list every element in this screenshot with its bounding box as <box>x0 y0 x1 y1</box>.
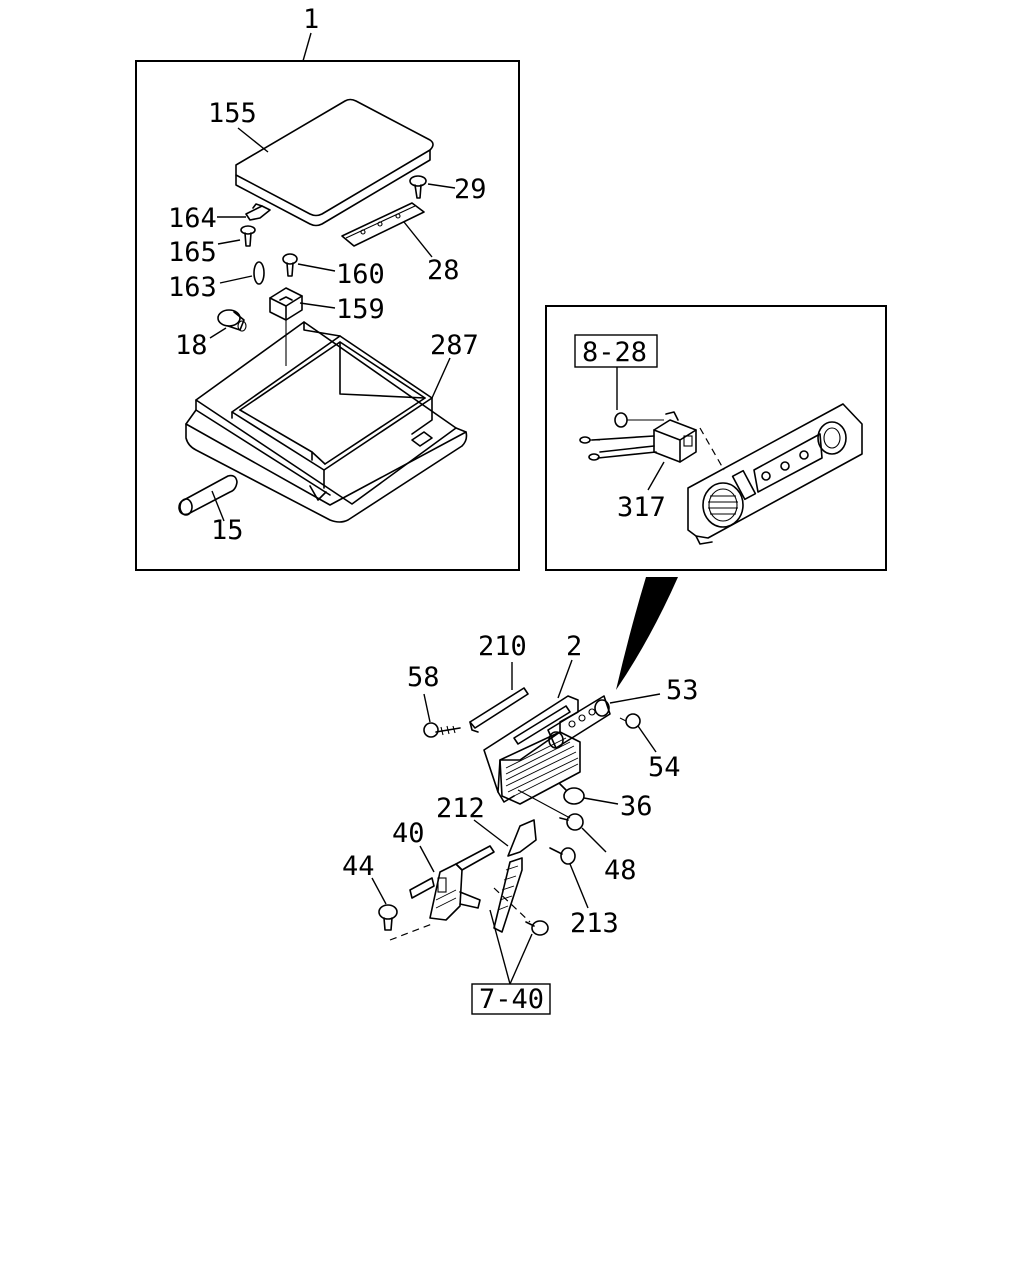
switch-detail-group: 8-28 <box>545 305 887 571</box>
bracket-40 <box>409 845 495 921</box>
switch-317 <box>579 411 725 491</box>
label-18: 18 <box>175 330 208 361</box>
bracket-210 <box>469 662 529 733</box>
label-159: 159 <box>336 294 385 325</box>
label-165: 165 <box>168 237 217 268</box>
knob-54 <box>619 713 657 753</box>
label-44: 44 <box>342 851 375 882</box>
striker-159 <box>269 287 336 366</box>
hinge-28 <box>341 202 433 258</box>
label-29: 29 <box>454 174 487 205</box>
lower-assembly-group: 7-40 210 2 58 53 54 36 212 40 44 48 213 <box>342 631 699 1015</box>
tube-15 <box>178 474 238 522</box>
screw-165 <box>217 225 256 247</box>
cap-163 <box>219 261 265 285</box>
bezel-panel <box>687 403 863 545</box>
label-317: 317 <box>617 492 666 523</box>
label-163: 163 <box>168 272 217 303</box>
label-7-40: 7-40 <box>479 984 544 1015</box>
screw-160 <box>282 253 336 277</box>
label-2: 2 <box>566 631 582 662</box>
label-1: 1 <box>303 4 319 35</box>
detail-pointer <box>616 577 678 690</box>
screw-48 <box>517 789 607 853</box>
lamp-18 <box>209 309 247 339</box>
panel-2 <box>483 659 661 805</box>
lid-155 <box>235 98 434 227</box>
console-box-assembly-group: 1 155 29 164 165 28 160 163 159 18 287 1… <box>135 4 520 571</box>
label-8-28: 8-28 <box>582 337 647 368</box>
bolt-44 <box>371 877 433 941</box>
label-48: 48 <box>604 855 637 886</box>
label-164: 164 <box>168 203 217 234</box>
screw-58 <box>423 693 461 738</box>
label-54: 54 <box>648 752 681 783</box>
label-40: 40 <box>392 818 425 849</box>
label-28: 28 <box>427 255 460 286</box>
ref-box-7-40 <box>471 983 551 1015</box>
label-53: 53 <box>666 675 699 706</box>
label-58: 58 <box>407 662 440 693</box>
bracket-212 <box>473 819 537 933</box>
label-210: 210 <box>478 631 527 662</box>
switch-detail-frame <box>545 305 887 571</box>
label-213: 213 <box>570 908 619 939</box>
label-212: 212 <box>436 793 485 824</box>
screw-29 <box>409 175 456 199</box>
label-287: 287 <box>430 330 479 361</box>
ref-box-8-28 <box>574 334 658 368</box>
label-155: 155 <box>208 98 257 129</box>
label-160: 160 <box>336 259 385 290</box>
screw-213 <box>549 847 589 909</box>
bolt-7-40 <box>531 920 549 936</box>
box-body-287 <box>185 321 468 523</box>
console-box-frame <box>135 60 520 571</box>
label-36: 36 <box>620 791 653 822</box>
clip-164 <box>217 203 271 221</box>
label-15: 15 <box>211 515 244 546</box>
clip-36 <box>559 783 619 805</box>
